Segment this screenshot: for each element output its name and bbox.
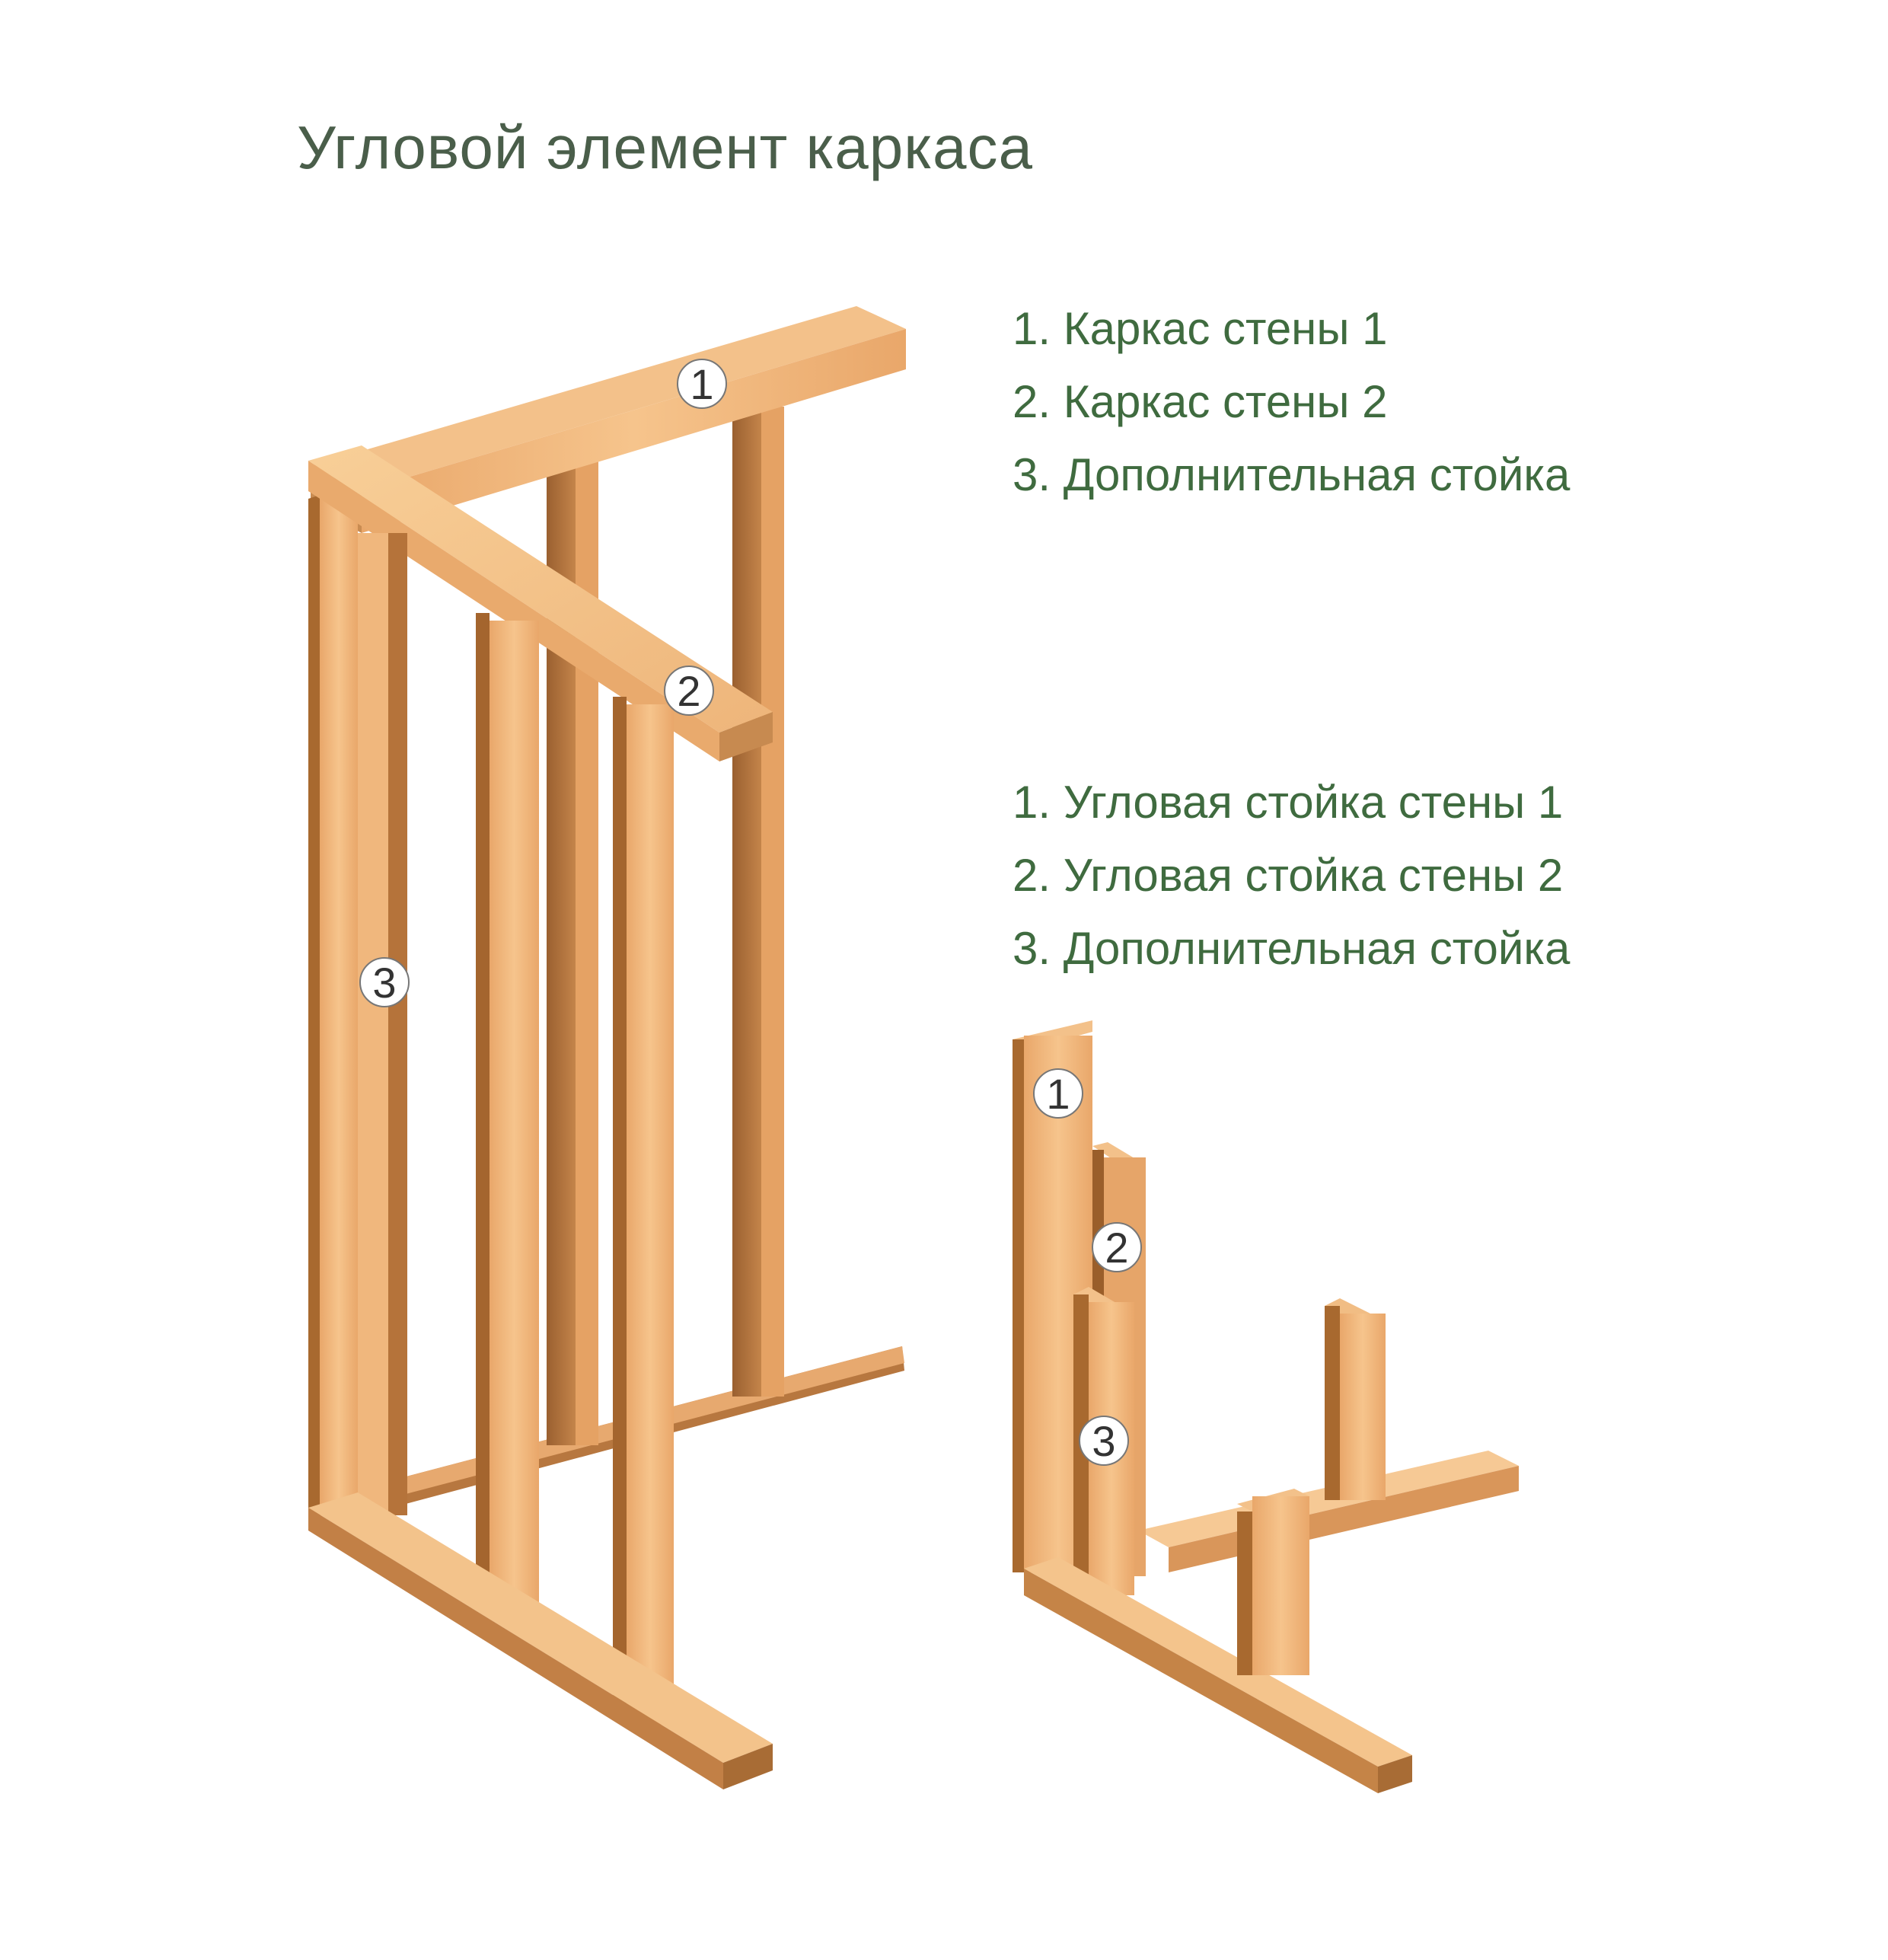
wall-2-top-plate (308, 445, 773, 761)
frame-callout-3: 3 (359, 957, 410, 1007)
corner-callout-3: 3 (1079, 1416, 1129, 1466)
svg-text:1: 1 (690, 360, 713, 408)
wall-2-stud-a (476, 613, 539, 1618)
frame-legend-item-3: 3. Дополнительная стойка (1013, 449, 1571, 500)
corner-legend: 1. Угловая стойка стены 1 2. Угловая сто… (1013, 766, 1570, 985)
corner-legend-item-2: 2. Угловая стойка стены 2 (1013, 850, 1564, 901)
frame-callout-1: 1 (677, 359, 727, 409)
frame-callout-2: 2 (664, 666, 714, 716)
corner-legend-item-1: 1. Угловая стойка стены 1 (1013, 777, 1564, 828)
detail-back-stud (1325, 1298, 1386, 1500)
detail-front-plate (1024, 1557, 1412, 1793)
svg-text:2: 2 (1105, 1224, 1128, 1272)
corner-legend-item-3: 3. Дополнительная стойка (1013, 923, 1571, 974)
wall-1-stud-b (732, 407, 784, 1397)
page-title: Угловой элемент каркаса (297, 113, 1033, 181)
corner-callout-2: 2 (1092, 1222, 1142, 1272)
svg-text:3: 3 (1092, 1417, 1115, 1465)
frame-legend-item-1: 1. Каркас стены 1 (1013, 303, 1388, 354)
svg-text:2: 2 (677, 667, 700, 715)
additional-stud (358, 533, 407, 1515)
svg-text:3: 3 (372, 959, 396, 1007)
frame-legend: 1. Каркас стены 1 2. Каркас стены 2 3. Д… (1013, 292, 1570, 512)
wall-2-bottom-plate (308, 1492, 773, 1789)
corner-frame-drawing: 1 2 3 (308, 306, 906, 1789)
frame-legend-item-2: 2. Каркас стены 2 (1013, 376, 1388, 427)
wall-2-stud-b (613, 697, 674, 1725)
svg-text:1: 1 (1046, 1070, 1070, 1118)
detail-front-stud (1237, 1489, 1309, 1675)
corner-callout-1: 1 (1033, 1068, 1083, 1119)
corner-posts-drawing: 1 2 3 (1013, 1020, 1519, 1793)
